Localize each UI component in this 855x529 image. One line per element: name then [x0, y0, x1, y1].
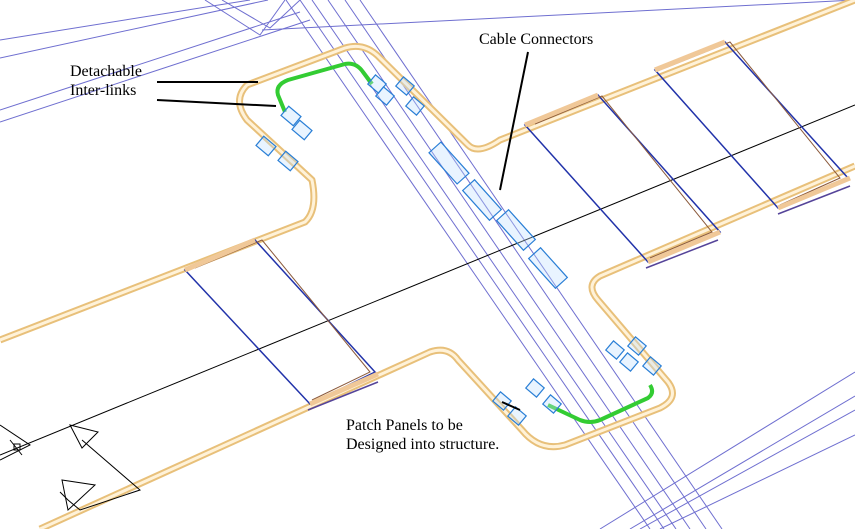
detachable-interlinks [275, 61, 655, 424]
ucs-axis-icon [0, 424, 141, 511]
interlinks-label: Detachable Inter-links [70, 62, 142, 100]
cable-connectors-label: Cable Connectors [479, 31, 594, 48]
interlinks-label-line1: Detachable [70, 63, 142, 80]
patch-panels-label-line2: Designed into structure. [346, 436, 500, 453]
cable-connector-icon [255, 74, 663, 426]
interlinks-label-line2: Inter-links [70, 82, 137, 99]
leader-lines [156, 51, 529, 411]
reference-line [0, 104, 855, 456]
patch-panels-label-line1: Patch Panels to be [346, 417, 463, 434]
patch-panels-label: Patch Panels to be Designed into structu… [346, 416, 499, 454]
patch-panel-icon [183, 39, 851, 411]
